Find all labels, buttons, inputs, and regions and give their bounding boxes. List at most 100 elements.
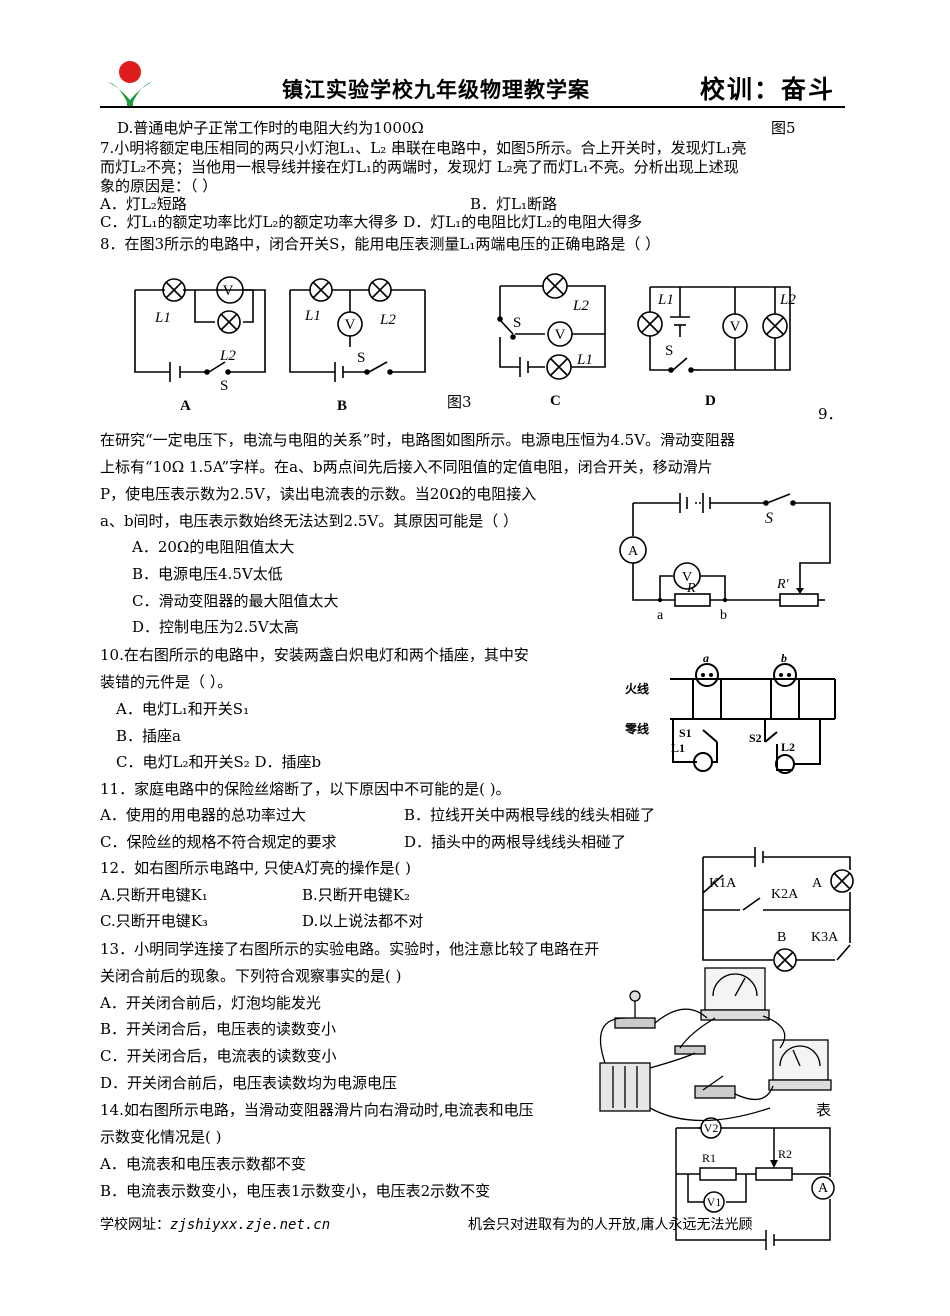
option: B.只断开电键K₂ — [302, 886, 411, 904]
q10-neutral-wire: 零线 — [624, 721, 649, 736]
q9-switch-label: S — [765, 510, 773, 527]
figure-caption: 图5 — [771, 119, 796, 137]
option: A.只断开电键K₁ — [100, 886, 208, 904]
option: C．滑动变阻器的最大阻值太大 — [132, 592, 339, 610]
option: B．开关闭合后，电压表的读数变小 — [100, 1020, 337, 1038]
school-motto: 校训：奋斗 — [700, 75, 836, 104]
fig3-b-v: V — [345, 317, 356, 333]
footer-site-label: 学校网址： — [100, 1217, 170, 1233]
q9-resistor-label: R — [686, 581, 696, 596]
text-line: D.普通电炉子正常工作时的电阻大约为1000Ω — [117, 119, 424, 137]
option: C．电灯L₂和开关S₂ D．插座b — [116, 753, 322, 771]
fig3-c-v: V — [555, 327, 566, 343]
option: D.以上说法都不对 — [302, 912, 424, 930]
option: D．开关闭合前后，电压表读数均为电源电压 — [100, 1074, 398, 1092]
option: A．20Ω的电阻阻值太大 — [132, 538, 295, 556]
fig3-c-s: S — [513, 315, 521, 331]
fig3-d-v: V — [730, 319, 741, 335]
option: A．电灯L₁和开关S₁ — [116, 700, 250, 718]
question-12: 12．如右图所示电路中, 只使A灯亮的操作是( ) — [100, 859, 411, 877]
fig3-label-d: D — [705, 393, 716, 409]
question-10: 10.在右图所示的电路中，安装两盏白炽电灯和两个插座，其中安 — [100, 646, 529, 664]
text-line: a、b间时，电压表示数始终无法达到2.5V。其原因可能是（ ） — [100, 512, 519, 530]
q14-v1: V1 — [707, 1195, 722, 1209]
fig3-c-l1: L1 — [576, 352, 593, 368]
question-13-apparatus — [599, 967, 832, 1122]
q9-voltmeter: V — [682, 570, 692, 585]
option: A．开关闭合前后，灯泡均能发光 — [100, 994, 321, 1012]
fig3-d-l1: L1 — [657, 292, 674, 308]
fig3-b-l2: L2 — [379, 312, 396, 328]
option: B．电流表示数变小，电压表1示数变小，电压表2示数不变 — [100, 1182, 491, 1200]
text-line: 示数变化情况是( ) — [100, 1128, 222, 1146]
option: C．开关闭合后，电流表的读数变小 — [100, 1047, 337, 1065]
q9-rheostat-label: R′ — [776, 577, 790, 592]
q10-socket-b: b — [781, 651, 787, 665]
q10-l2: L2 — [781, 740, 795, 754]
fig3-a-v: V — [223, 283, 234, 299]
option: C．保险丝的规格不符合规定的要求 — [100, 833, 337, 851]
q10-s2: S2 — [749, 731, 762, 745]
q14-v2: V2 — [704, 1121, 719, 1135]
text-line: 象的原因是：（ ） — [100, 177, 218, 195]
q10-live-wire: 火线 — [625, 681, 649, 696]
question-14: 14.如右图所示电路，当滑动变阻器滑片向右滑动时,电流表和电压 — [100, 1101, 534, 1119]
text-line: 关闭合前后的现象。下列符合观察事实的是( ) — [100, 967, 402, 985]
option: B．灯L₁断路 — [470, 195, 557, 213]
option: B．插座a — [116, 727, 181, 745]
fig3-label-b: B — [337, 398, 347, 414]
q14-ammeter: A — [818, 1181, 829, 1196]
q9-point-b: b — [720, 608, 727, 623]
text-line: 上标有“10Ω 1.5A”字样。在a、b两点间先后接入不同阻值的定值电阻，闭合开… — [100, 458, 713, 476]
footer-site-url[interactable]: zjshiyxx.zje.net.cn — [170, 1217, 331, 1233]
figure-caption: 图3 — [447, 393, 472, 411]
fig3-b-l1: L1 — [304, 308, 321, 324]
logo-graphic — [108, 61, 152, 108]
text-line: 装错的元件是（ ）。 — [100, 673, 233, 691]
fig3-d-l2: L2 — [779, 292, 796, 308]
option: A．电流表和电压表示数都不变 — [100, 1155, 306, 1173]
question-12-circuit: K1A K2A A B K3A — [702, 847, 854, 972]
footer-site: 学校网址：zjshiyxx.zje.net.cn — [100, 1214, 330, 1234]
option: B．电源电压4.5V太低 — [132, 565, 283, 583]
figure-3-circuits: V L1 L2 S A V L1 L2 S B L2 S V L1 C L1 L… — [134, 273, 796, 414]
header-rule — [100, 106, 845, 108]
fig3-a-l2: L2 — [219, 348, 236, 364]
option: A．灯L₂短路 — [100, 195, 187, 213]
option: C．灯L₁的额定功率比灯L₂的额定功率大得多 D．灯L₁的电阻比灯L₂的电阻大得… — [100, 213, 643, 231]
q12-lamp-a: A — [812, 876, 823, 891]
q10-l1: L1 — [671, 741, 685, 755]
q12-k3a: K3A — [811, 930, 839, 945]
question-9-circuit: A V S R R′ a b — [619, 493, 831, 623]
text-line: 表 — [816, 1101, 832, 1119]
q12-k2a: K2A — [771, 887, 799, 902]
q14-r2: R2 — [778, 1147, 792, 1161]
question-14-circuit: V2 R1 R2 A V1 — [675, 1117, 835, 1250]
text-line: P，使电压表示数为2.5V，读出电流表的示数。当20Ω的电阻接入 — [100, 485, 537, 503]
question-8: 8．在图3所示的电路中，闭合开关S，能用电压表测量L₁两端电压的正确电路是（ ） — [100, 235, 661, 253]
fig3-label-c: C — [550, 393, 561, 409]
text-line: 而灯L₂不亮；当他用一根导线并接在灯L₁的两端时，发现灯 L₂亮了而灯L₁不亮。… — [100, 158, 739, 176]
question-13: 13．小明同学连接了右图所示的实验电路。实验时，他注意比较了电路在开 — [100, 940, 600, 958]
q10-socket-a: a — [703, 651, 709, 665]
option: A．使用的用电器的总功率过大 — [100, 806, 306, 824]
school-logo — [100, 58, 160, 110]
question-11: 11．家庭电路中的保险丝熔断了，以下原因中不可能的是( )。 — [100, 780, 511, 798]
q12-lamp-b: B — [777, 930, 786, 945]
question-10-circuit: 火线 零线 a b S1 L1 S2 L2 — [624, 651, 836, 774]
fig3-a-l1: L1 — [154, 310, 171, 326]
question-9: 在研究“一定电压下，电流与电阻的关系”时，电路图如图所示。电源电压恒为4.5V。… — [100, 431, 736, 449]
q9-ammeter: A — [628, 544, 639, 559]
fig3-a-s: S — [220, 378, 228, 394]
fig3-b-s: S — [357, 350, 365, 366]
q10-s1: S1 — [679, 726, 692, 740]
q14-r1: R1 — [702, 1151, 716, 1165]
q9-point-a: a — [657, 608, 664, 623]
footer-slogan: 机会只对进取有为的人开放,庸人永远无法光顾 — [468, 1217, 753, 1233]
option: C.只断开电键K₃ — [100, 912, 208, 930]
option: B．拉线开关中两根导线的线头相碰了 — [404, 806, 656, 824]
option: D．插头中的两根导线线头相碰了 — [404, 833, 627, 851]
option: D．控制电压为2.5V太高 — [132, 618, 299, 636]
fig3-label-a: A — [180, 398, 191, 414]
question-7: 7.小明将额定电压相同的两只小灯泡L₁、L₂ 串联在电路中，如图5所示。合上开关… — [100, 139, 747, 157]
